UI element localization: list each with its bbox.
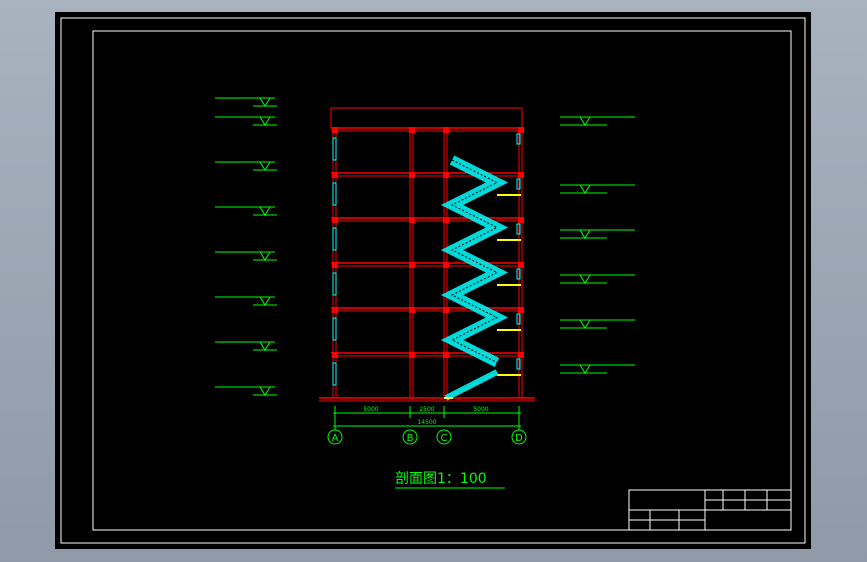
beam-section xyxy=(443,217,449,223)
beam-section xyxy=(332,352,338,358)
beam-section xyxy=(409,127,415,133)
stair-first-flight xyxy=(444,369,499,401)
drawing-title: 剖面图1：100 xyxy=(395,471,487,487)
window-left xyxy=(332,317,337,341)
section-drawing: 5000 2500 5000 14500 A B C D 剖面图1：100 xyxy=(60,17,806,544)
beam-section xyxy=(409,262,415,268)
level-marker xyxy=(215,97,277,107)
beam-section xyxy=(443,172,449,178)
axis-label-b: B xyxy=(407,433,414,444)
level-marker xyxy=(560,116,635,126)
level-marker xyxy=(215,386,277,396)
beam-section xyxy=(332,307,338,313)
parapet xyxy=(330,107,523,129)
stair-flights xyxy=(440,155,521,401)
outer-frame xyxy=(60,17,806,544)
window-right xyxy=(516,223,521,235)
beam-section xyxy=(518,352,524,358)
inner-frame xyxy=(92,30,792,531)
axis-label-d: D xyxy=(515,433,523,444)
level-marker xyxy=(215,296,277,306)
beam-section xyxy=(518,217,524,223)
window-right xyxy=(516,358,521,370)
dim-bay-1: 5000 xyxy=(363,406,378,413)
level-marker xyxy=(215,116,277,126)
beam-section xyxy=(518,262,524,268)
axis-label-a: A xyxy=(332,433,339,444)
dimension-lines xyxy=(333,406,521,430)
beam-section xyxy=(409,307,415,313)
beam-section xyxy=(443,307,449,313)
beam-section xyxy=(332,172,338,178)
window-left xyxy=(332,182,337,206)
drawing-sheet: 5000 2500 5000 14500 A B C D 剖面图1：100 xyxy=(55,12,811,549)
axis-bubbles xyxy=(327,429,527,445)
dim-total: 14500 xyxy=(417,419,436,426)
level-marker xyxy=(560,364,635,374)
axis-label-c: C xyxy=(441,433,448,444)
window-right xyxy=(516,268,521,280)
beam-section xyxy=(409,352,415,358)
beam-section xyxy=(332,217,338,223)
level-marker xyxy=(560,229,635,239)
beam-section xyxy=(518,307,524,313)
level-marker xyxy=(215,251,277,261)
window-left xyxy=(332,137,337,161)
title-block xyxy=(628,489,792,531)
level-marker xyxy=(215,341,277,351)
window-left xyxy=(332,272,337,296)
dim-bay-2: 2500 xyxy=(419,406,434,413)
level-marker xyxy=(215,161,277,171)
level-markers xyxy=(215,97,635,396)
level-marker xyxy=(560,184,635,194)
dim-bay-3: 5000 xyxy=(473,406,488,413)
stair-flight xyxy=(440,155,509,367)
window-left xyxy=(332,362,337,386)
building-structure xyxy=(319,107,535,402)
beam-section xyxy=(443,262,449,268)
window-right xyxy=(516,313,521,325)
window-left xyxy=(332,227,337,251)
beam-section xyxy=(332,127,338,133)
level-marker xyxy=(560,274,635,284)
beam-section xyxy=(518,127,524,133)
window-right xyxy=(516,133,521,145)
level-marker xyxy=(215,206,277,216)
beam-section xyxy=(443,352,449,358)
beam-section xyxy=(409,172,415,178)
beam-section xyxy=(518,172,524,178)
beam-section xyxy=(443,127,449,133)
beam-section xyxy=(409,217,415,223)
beam-section xyxy=(332,262,338,268)
window-right xyxy=(516,178,521,190)
level-marker xyxy=(560,319,635,329)
stair-treads xyxy=(450,159,499,363)
